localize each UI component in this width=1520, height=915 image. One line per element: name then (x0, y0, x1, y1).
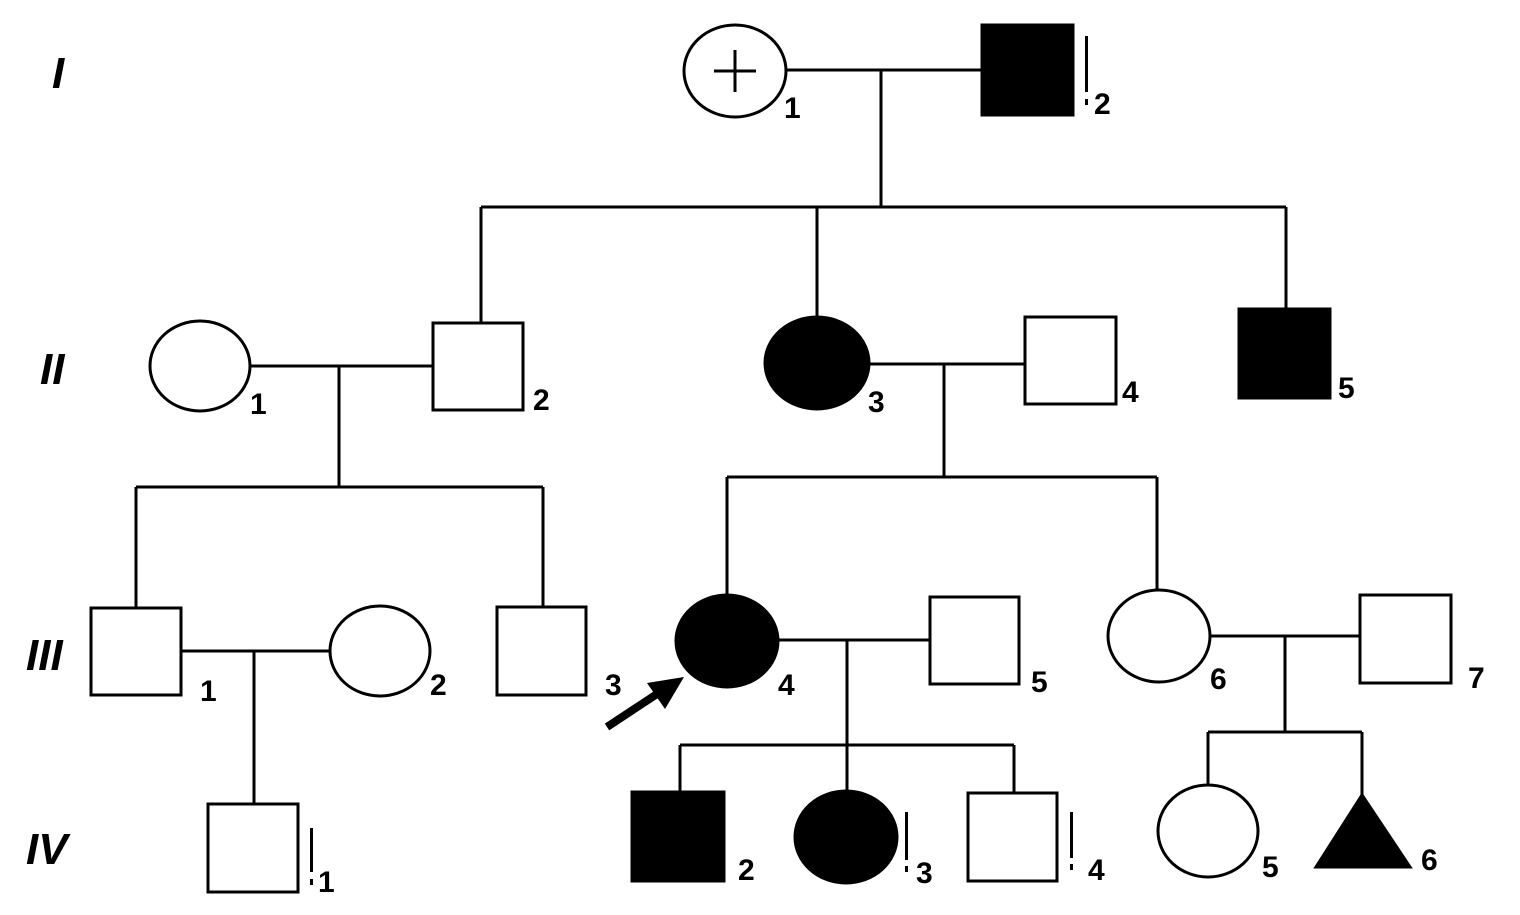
exclamation-icon (905, 812, 908, 860)
individual-II-2: 2 (431, 321, 550, 417)
individual-number: 1 (318, 866, 335, 899)
proband-arrow-shaft (604, 688, 663, 731)
individual-number: 1 (784, 92, 801, 125)
exclamation-icon (310, 828, 313, 872)
individual-number: 3 (605, 669, 622, 702)
proband-arrow-icon (604, 677, 684, 731)
individual-IV-3: 3 (793, 789, 933, 890)
male-symbol (1358, 593, 1453, 685)
individual-number: 5 (1031, 666, 1048, 699)
individual-number: 1 (200, 675, 217, 708)
affected-triangle-symbol (1313, 792, 1413, 869)
proband-arrow-head (647, 677, 684, 709)
individual-III-3: 3 (495, 605, 622, 702)
individual-number: 7 (1468, 662, 1485, 695)
individual-number: 5 (1262, 851, 1279, 884)
male-symbol (206, 802, 300, 894)
individual-number: 1 (250, 388, 267, 421)
individual-number: 3 (868, 386, 885, 419)
individual-III-6: 6 (1106, 588, 1227, 696)
individual-number: 6 (1421, 844, 1438, 877)
relationship-lines (134, 68, 1364, 804)
exclamation-dot (1085, 99, 1088, 105)
individual-IV-4: 4 (966, 791, 1105, 887)
individual-number: 2 (533, 384, 550, 417)
individual-number: 2 (430, 669, 447, 702)
individual-IV-2: 2 (630, 790, 755, 887)
male-symbol (89, 606, 183, 697)
female-symbol (328, 604, 432, 698)
generation-label-IV: IV (26, 825, 71, 874)
individual-number: 5 (1338, 372, 1355, 405)
individual-III-5: 5 (928, 595, 1048, 699)
male-symbol (431, 321, 525, 412)
individual-IV-1: 1 (206, 802, 335, 899)
individual-number: 4 (1122, 376, 1139, 409)
affected-female-symbol (763, 315, 871, 411)
individual-III-4: 4 (604, 593, 795, 731)
individual-II-3: 3 (763, 315, 885, 419)
affected-male-symbol (980, 23, 1075, 117)
female-symbol (1156, 783, 1260, 879)
individual-IV-5: 5 (1156, 783, 1279, 884)
affected-male-symbol (630, 790, 726, 883)
exclamation-dot (905, 866, 908, 872)
individual-I-1: 1 (682, 23, 801, 125)
individual-number: 2 (738, 854, 755, 887)
exclamation-icon (1085, 36, 1088, 92)
affected-female-symbol (793, 789, 899, 885)
individual-number: 6 (1210, 663, 1227, 696)
affected-female-symbol (674, 593, 780, 689)
generation-label-III: III (26, 631, 63, 680)
individual-I-2: 2 (980, 23, 1111, 121)
male-symbol (928, 595, 1021, 686)
exclamation-dot (1070, 864, 1073, 870)
generation-label-II: II (40, 345, 65, 394)
female-symbol (148, 319, 252, 413)
individual-II-4: 4 (1023, 315, 1139, 409)
male-symbol (1023, 315, 1118, 406)
generation-label-I: I (52, 49, 65, 98)
individual-III-2: 2 (328, 604, 447, 702)
male-symbol (495, 605, 588, 697)
individual-III-7: 7 (1358, 593, 1485, 695)
individual-II-5: 5 (1237, 307, 1355, 405)
affected-male-symbol (1237, 307, 1332, 400)
individual-number: 2 (1094, 88, 1111, 121)
exclamation-icon (1070, 812, 1073, 858)
exclamation-dot (310, 879, 313, 885)
individual-number: 4 (1088, 854, 1105, 887)
individual-number: 4 (778, 669, 795, 702)
individual-number: 3 (916, 857, 933, 890)
individual-IV-6: 6 (1313, 792, 1438, 877)
male-symbol (966, 791, 1059, 883)
individual-II-1: 1 (148, 319, 267, 421)
female-symbol (1106, 588, 1212, 684)
individual-III-1: 1 (89, 606, 217, 708)
